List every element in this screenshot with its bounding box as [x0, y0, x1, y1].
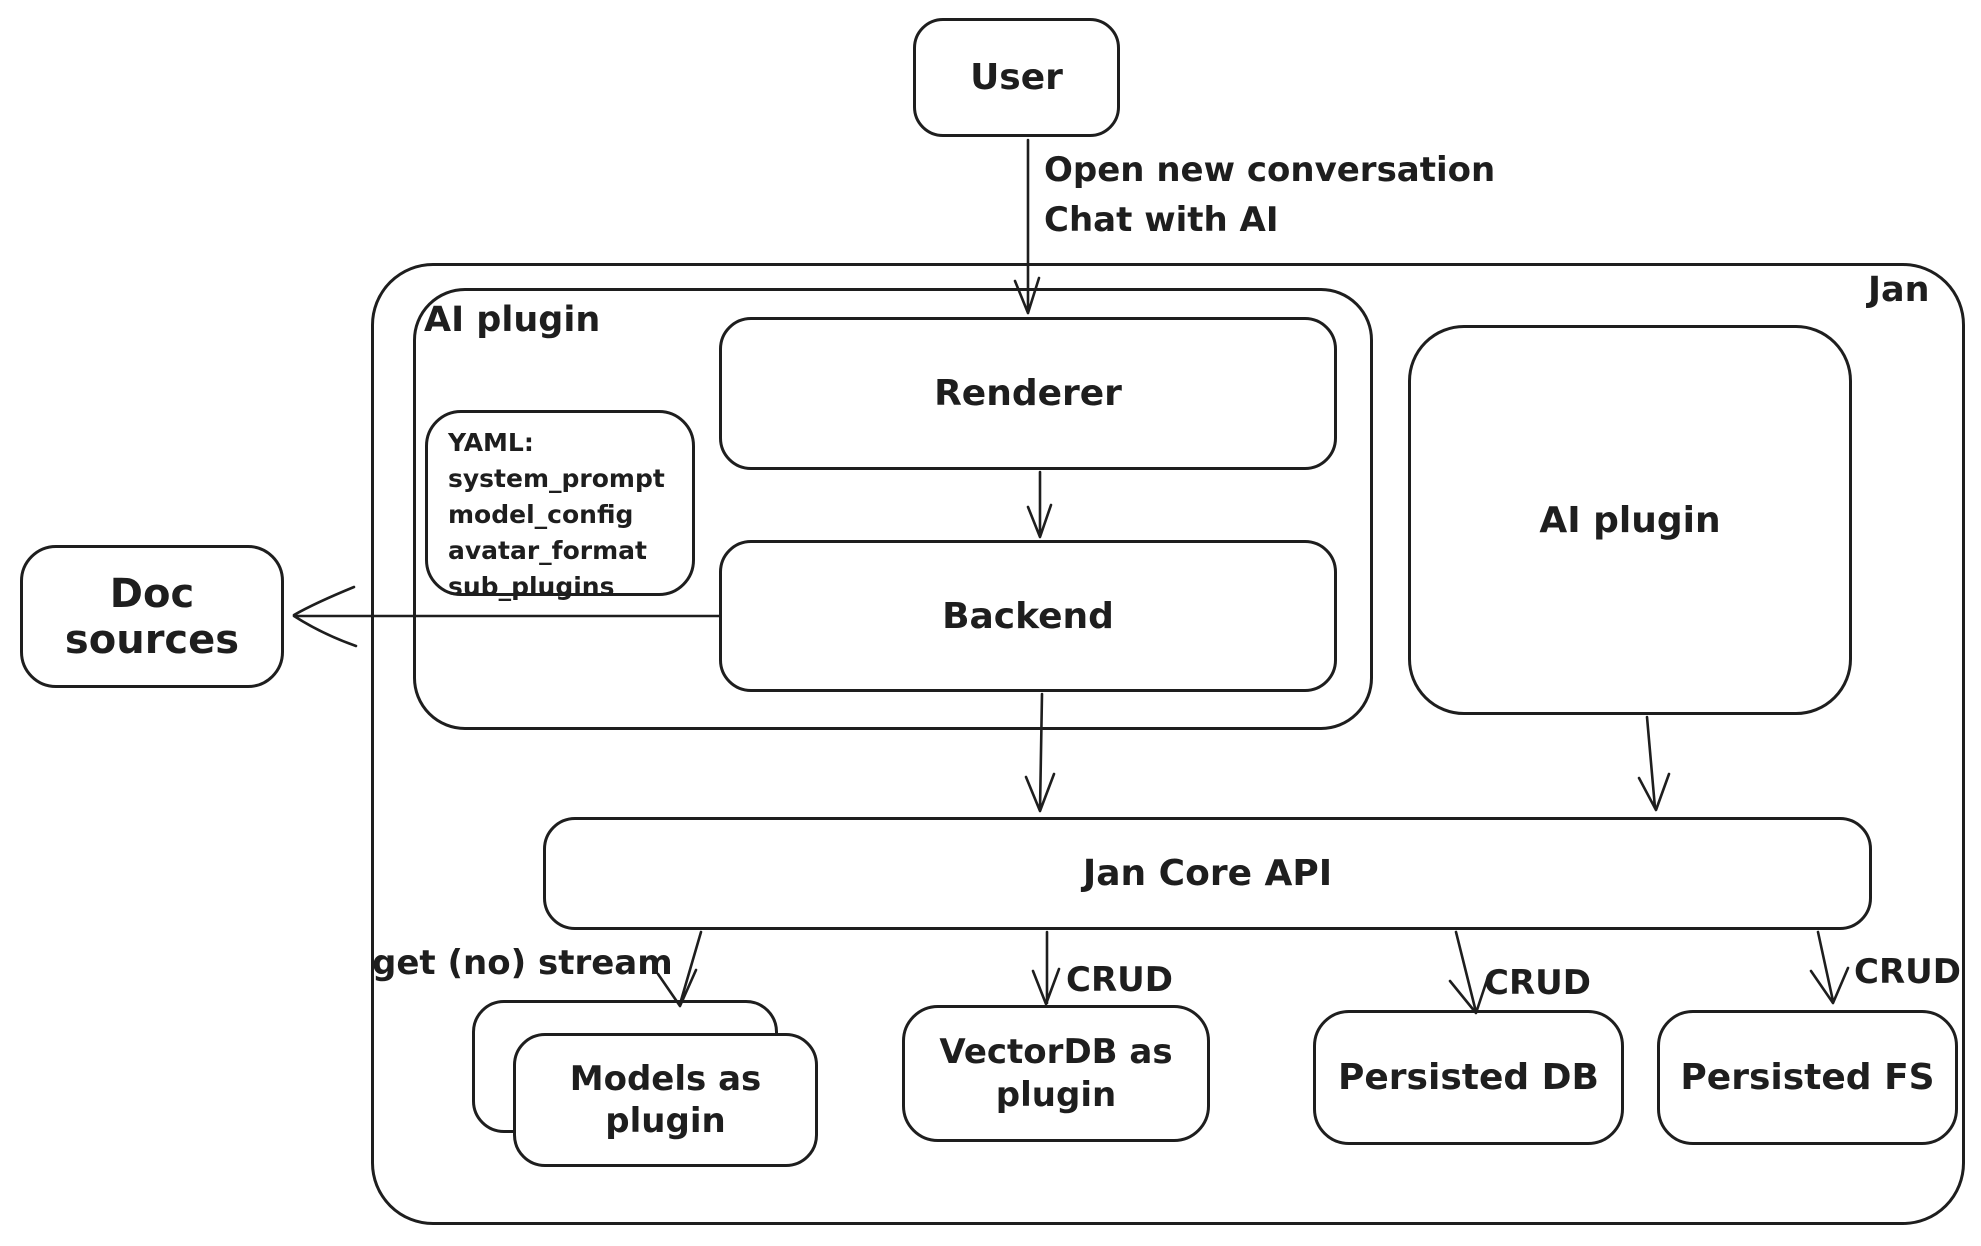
edge-label-user-action-line2: Chat with AI [1044, 200, 1279, 240]
edge-label-get-stream: get (no) stream [372, 943, 673, 983]
yaml-note-line: model_config [448, 500, 634, 529]
doc-sources-node-label: Doc sources [64, 570, 240, 663]
persisted-db-node: Persisted DB [1313, 1010, 1624, 1145]
yaml-note-line: avatar_format [448, 536, 647, 565]
ai-plugin-node-label: AI plugin [1539, 499, 1721, 541]
edge-label-user-action-line1: Open new conversation [1044, 150, 1496, 190]
edge-label-crud-persisted-db: CRUD [1484, 963, 1591, 1003]
renderer-node: Renderer [719, 317, 1337, 470]
models-plugin-node-label: Models as plugin [569, 1058, 762, 1142]
persisted-fs-node: Persisted FS [1657, 1010, 1958, 1145]
jan-group [371, 263, 1965, 1225]
models-plugin-node: Models as plugin [513, 1033, 818, 1167]
doc-sources-node: Doc sources [20, 545, 284, 688]
edge-label-crud-vectordb: CRUD [1066, 960, 1173, 1000]
backend-node: Backend [719, 540, 1337, 692]
jan-group-label: Jan [1868, 270, 1930, 310]
ai-plugin-node: AI plugin [1408, 325, 1852, 715]
jan-core-api-node: Jan Core API [543, 817, 1872, 930]
yaml-note-line: sub_plugins [448, 572, 615, 601]
renderer-node-label: Renderer [934, 373, 1122, 414]
persisted-fs-node-label: Persisted FS [1680, 1057, 1935, 1098]
user-node: User [913, 18, 1120, 137]
jan-core-api-node-label: Jan Core API [1082, 853, 1333, 894]
ai-plugin-group [413, 288, 1373, 730]
backend-node-label: Backend [942, 595, 1114, 637]
ai-plugin-group-label: AI plugin [424, 300, 601, 340]
yaml-note-line: system_prompt [448, 464, 665, 493]
edge-label-crud-persisted-fs: CRUD [1854, 952, 1961, 992]
yaml-note: YAML: system_prompt model_config avatar_… [425, 410, 695, 601]
persisted-db-node-label: Persisted DB [1338, 1057, 1599, 1098]
user-node-label: User [970, 57, 1063, 98]
vectordb-plugin-node-label: VectorDB as plugin [939, 1032, 1173, 1115]
yaml-note-title: YAML: [448, 428, 534, 457]
vectordb-plugin-node: VectorDB as plugin [902, 1005, 1210, 1142]
